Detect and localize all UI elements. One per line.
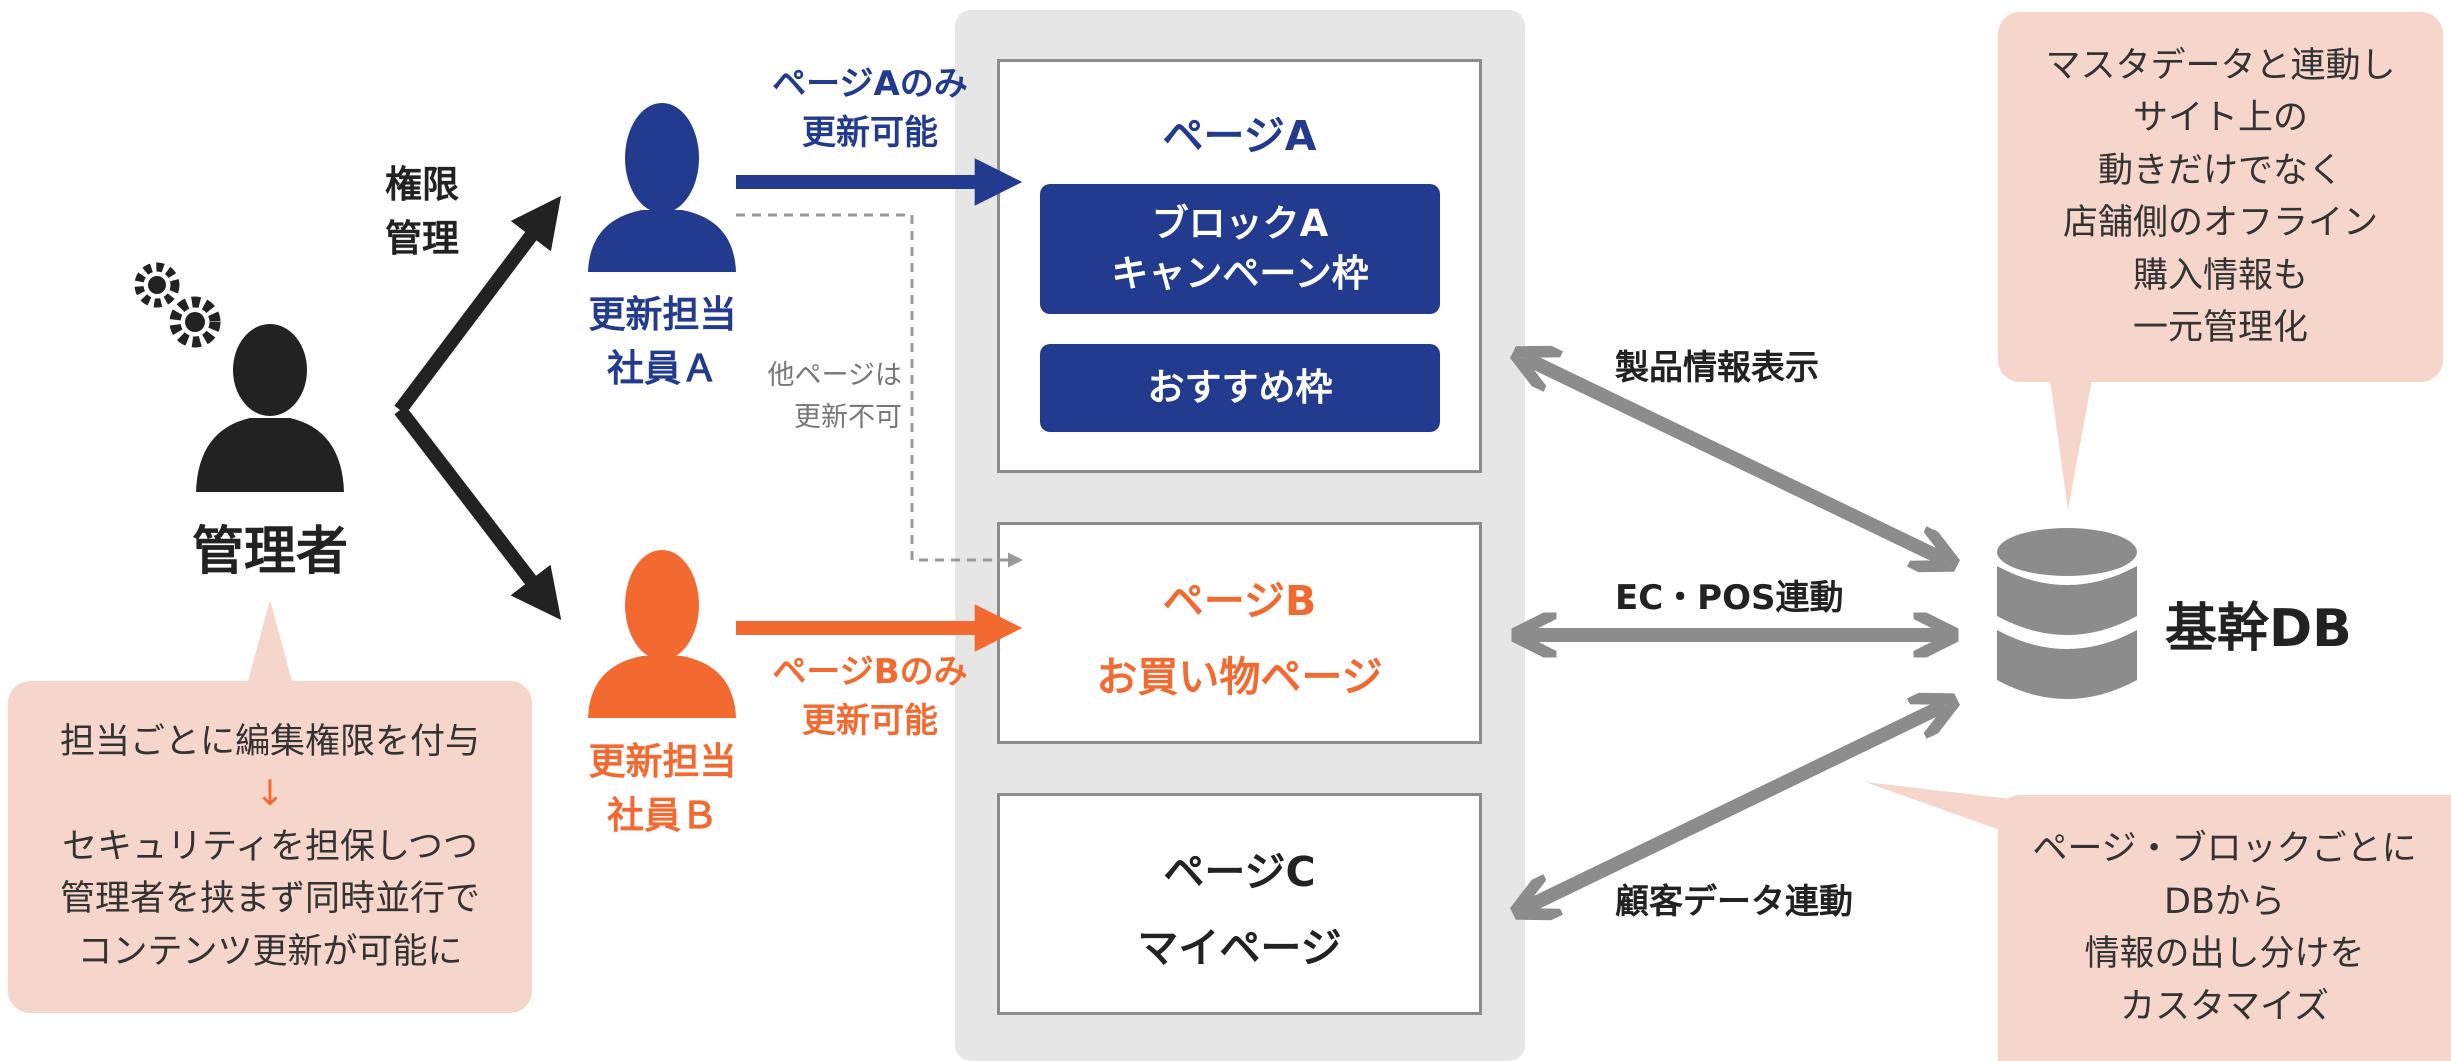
staff-b-line2: 社員Ｂ bbox=[607, 793, 718, 837]
ec-pos-label: EC・POS連動 bbox=[1615, 578, 1844, 618]
staff-b-line1: 更新担当 bbox=[588, 740, 737, 783]
db-callout-bottom-line2: DBから bbox=[2164, 881, 2285, 922]
db-callout-top-line2: サイト上の bbox=[2132, 98, 2308, 138]
admin-person-icon bbox=[196, 324, 344, 492]
block-a-line1: ブロックA bbox=[1151, 202, 1329, 246]
db-callout-bottom-line3: 情報の出し分けを bbox=[2084, 934, 2365, 974]
page-c-title: ページC bbox=[1163, 848, 1316, 896]
db-callout-bottom-tail bbox=[1865, 782, 2020, 830]
permission-arrow-down bbox=[394, 405, 562, 620]
db-label: 基幹DB bbox=[2165, 599, 2352, 659]
staff-a-line2: 社員Ａ bbox=[607, 346, 718, 390]
no-access-note-line1: 他ページは bbox=[767, 360, 902, 391]
gear-icon bbox=[169, 296, 221, 348]
page-a-title: ページA bbox=[1162, 112, 1317, 160]
staff-b-person-icon bbox=[588, 550, 736, 718]
page-c-subtitle: マイページ bbox=[1137, 924, 1342, 972]
db-callout-bottom: ページ・ブロックごとに DBから 情報の出し分けを カスタマイズ bbox=[1998, 795, 2451, 1061]
customer-data-label: 顧客データ連動 bbox=[1615, 882, 1853, 922]
no-access-note: 他ページは 更新不可 bbox=[740, 355, 902, 439]
admin-callout-tail bbox=[248, 600, 292, 681]
staff-b-label: 更新担当 社員Ｂ bbox=[560, 735, 765, 842]
page-a-box[interactable]: ページA ブロックA キャンペーン枠 おすすめ枠 bbox=[997, 59, 1482, 473]
staff-b-access-label: ページBのみ 更新可能 bbox=[745, 648, 995, 747]
db-callout-top-line3: 動きだけでなく bbox=[2097, 150, 2343, 191]
admin-callout-line4: コンテンツ更新が可能に bbox=[77, 931, 463, 972]
permission-line2: 管理 bbox=[385, 216, 459, 260]
product-info-label: 製品情報表示 bbox=[1615, 348, 1819, 388]
page-c-box[interactable]: ページC マイページ bbox=[997, 793, 1482, 1015]
db-callout-top-tail bbox=[2050, 380, 2092, 510]
db-callout-top: マスタデータと連動し サイト上の 動きだけでなく 店舗側のオフライン 購入情報も… bbox=[1998, 12, 2443, 382]
admin-callout-arrow: ↓ bbox=[255, 774, 285, 815]
block-recommend[interactable]: おすすめ枠 bbox=[1040, 344, 1440, 432]
no-access-note-line2: 更新不可 bbox=[794, 401, 902, 433]
permission-label: 権限 管理 bbox=[385, 158, 459, 265]
admin-label: 管理者 bbox=[191, 522, 348, 582]
db-callout-top-line1: マスタデータと連動し bbox=[2045, 45, 2396, 86]
block-a-line2: キャンペーン枠 bbox=[1111, 252, 1369, 295]
permission-line1: 権限 bbox=[385, 163, 459, 206]
gear-icon bbox=[134, 262, 180, 308]
database-icon bbox=[1997, 528, 2137, 699]
page-b-subtitle: お買い物ページ bbox=[1096, 653, 1383, 701]
page-b-box[interactable]: ページB お買い物ページ bbox=[997, 522, 1482, 744]
admin-callout-line1: 担当ごとに編集権限を付与 bbox=[59, 721, 480, 762]
block-recommend-label: おすすめ枠 bbox=[1147, 366, 1333, 410]
db-callout-top-line4: 店舗側のオフライン bbox=[2062, 203, 2378, 243]
db-callout-top-line6: 一元管理化 bbox=[2132, 308, 2308, 348]
staff-a-access-label: ページAのみ 更新可能 bbox=[745, 60, 995, 159]
staff-a-label: 更新担当 社員Ａ bbox=[560, 288, 765, 395]
db-callout-bottom-line1: ページ・ブロックごとに bbox=[2032, 829, 2417, 869]
staff-a-person-icon bbox=[588, 103, 736, 272]
staff-b-access-line2: 更新可能 bbox=[802, 701, 938, 742]
staff-a-line1: 更新担当 bbox=[588, 293, 737, 336]
db-callout-bottom-line4: カスタマイズ bbox=[2120, 986, 2329, 1027]
staff-a-access-line2: 更新可能 bbox=[802, 113, 938, 154]
page-b-title: ページB bbox=[1162, 577, 1317, 625]
db-callout-top-line5: 購入情報も bbox=[2132, 255, 2308, 296]
block-a-campaign[interactable]: ブロックA キャンペーン枠 bbox=[1040, 184, 1440, 314]
staff-a-access-line1: ページAのみ bbox=[772, 64, 968, 104]
staff-b-access-line1: ページBのみ bbox=[772, 652, 968, 692]
admin-callout: 担当ごとに編集権限を付与 ↓ セキュリティを担保しつつ 管理者を挟まず同時並行で… bbox=[8, 681, 532, 1013]
admin-callout-line3: 管理者を挟まず同時並行で bbox=[59, 879, 480, 920]
admin-callout-line2: セキュリティを担保しつつ bbox=[62, 826, 478, 867]
